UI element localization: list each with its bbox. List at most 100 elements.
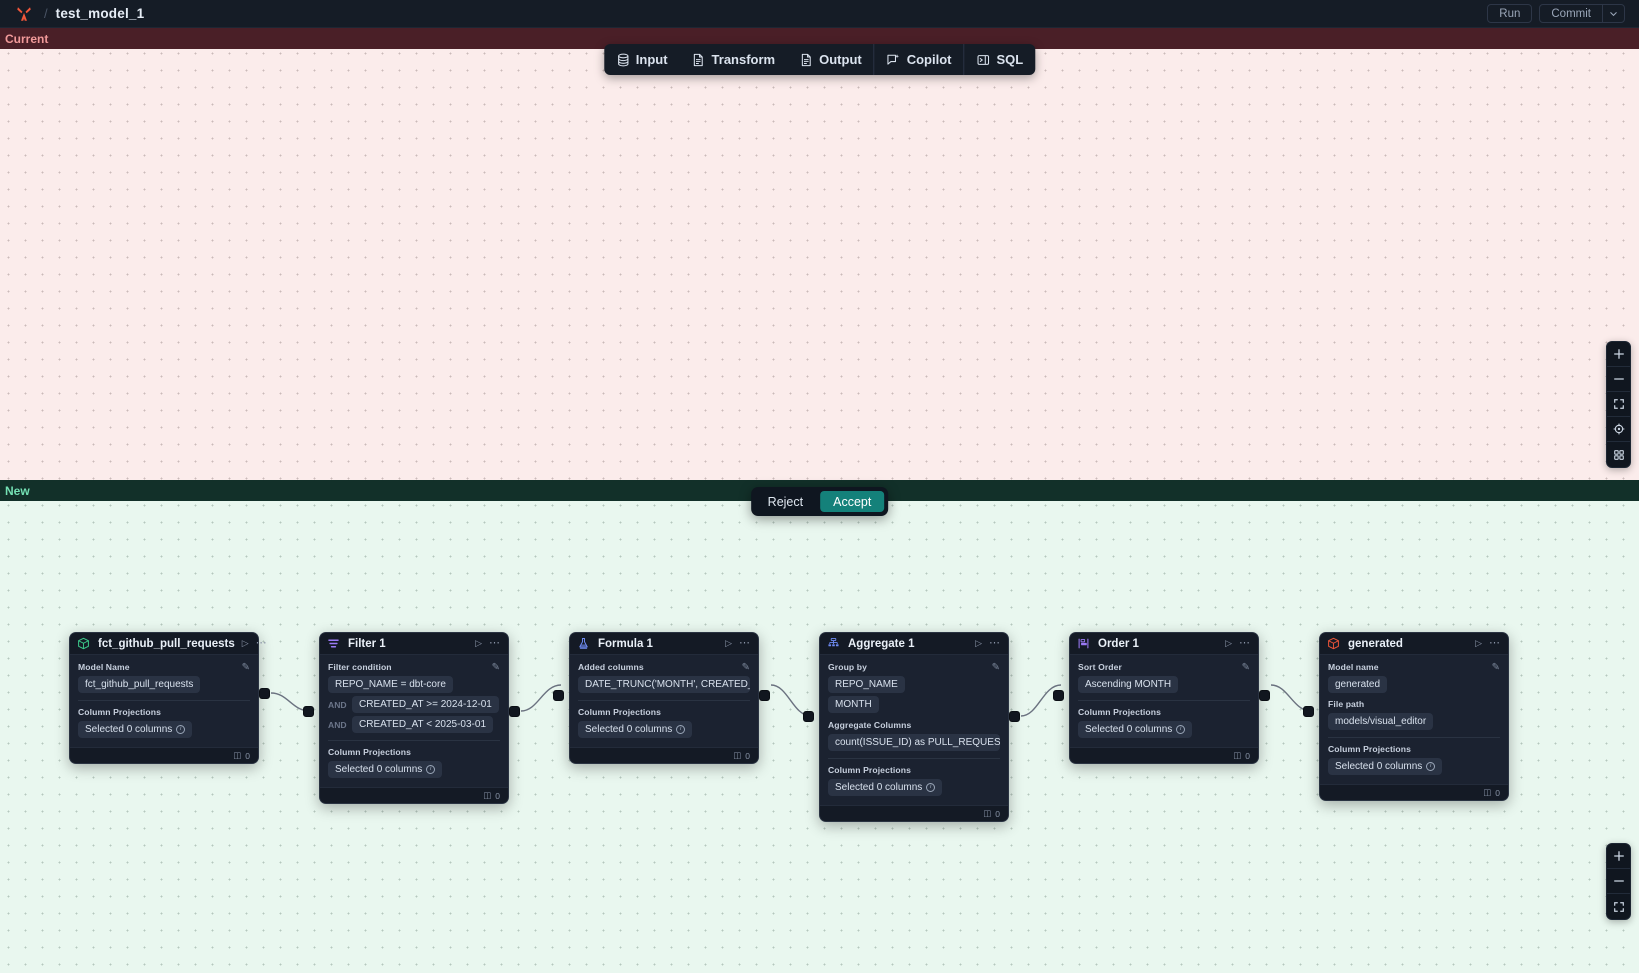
edit-pencil-icon[interactable]: ✎ [241, 662, 250, 673]
reject-button[interactable]: Reject [767, 494, 804, 509]
zoom-out-button[interactable] [1607, 367, 1630, 392]
toolbar-item-input[interactable]: Input [604, 44, 680, 75]
section-label: Column Projections [578, 707, 661, 717]
node-title: Formula 1 [598, 637, 653, 650]
model-name-chip[interactable]: generated [1328, 676, 1388, 693]
info-icon[interactable]: i [926, 783, 936, 792]
x-logo-icon[interactable] [14, 4, 34, 24]
section-label: Filter condition [328, 662, 392, 672]
node-card-source[interactable]: fct_github_pull_requests ▷ ⋯ ✎ Model Nam… [69, 632, 267, 764]
node-handle-in[interactable] [803, 711, 814, 722]
column-projections-chip[interactable]: Selected 0 columns i [78, 721, 193, 738]
filter-condition-chip[interactable]: CREATED_AT < 2025-03-01 [352, 716, 494, 733]
locate-button[interactable] [1607, 417, 1630, 442]
node-header[interactable]: fct_github_pull_requests ▷ ⋯ [70, 633, 267, 655]
info-icon[interactable]: i [426, 765, 436, 774]
node-header-actions: ▷ ⋯ [242, 638, 268, 649]
node-card-generated[interactable]: generated ▷ ⋯ ✎ Model name generated Fil… [1319, 632, 1509, 801]
info-icon[interactable]: i [1176, 725, 1186, 734]
node-header[interactable]: Order 1 ▷ ⋯ [1070, 633, 1258, 655]
edit-pencil-icon[interactable]: ✎ [741, 662, 750, 673]
fit-screen-button[interactable] [1607, 894, 1630, 919]
info-icon[interactable]: i [1426, 762, 1436, 771]
edit-pencil-icon[interactable]: ✎ [1241, 662, 1250, 673]
zoom-in-button[interactable] [1607, 342, 1630, 367]
more-options-icon[interactable]: ⋯ [489, 637, 501, 649]
group-by-chip[interactable]: MONTH [828, 696, 879, 713]
chevron-down-icon[interactable] [1602, 5, 1624, 22]
section-label: Column Projections [78, 707, 161, 717]
toolbar-item-sql[interactable]: SQL [963, 44, 1035, 75]
and-operator: AND [328, 699, 347, 710]
toolbar-item-transform[interactable]: Transform [680, 44, 788, 75]
more-options-icon[interactable]: ⋯ [739, 637, 751, 649]
play-icon[interactable]: ▷ [475, 638, 482, 648]
edit-pencil-icon[interactable]: ✎ [991, 662, 1000, 673]
fit-screen-button[interactable] [1607, 392, 1630, 417]
value-chip[interactable]: fct_github_pull_requests [78, 676, 201, 693]
footer-count: 0 [745, 750, 750, 761]
more-options-icon[interactable]: ⋯ [255, 637, 268, 649]
footer-count: 0 [245, 750, 250, 761]
node-header[interactable]: Aggregate 1 ▷ ⋯ [820, 633, 1008, 655]
node-handle-in[interactable] [1053, 690, 1064, 701]
sort-order-chip[interactable]: Ascending MONTH [1078, 676, 1179, 693]
section-label: Model name [1328, 662, 1379, 672]
node-handle-out[interactable] [1009, 711, 1020, 722]
group-by-chip[interactable]: REPO_NAME [828, 676, 905, 693]
play-icon[interactable]: ▷ [241, 638, 249, 648]
play-icon[interactable]: ▷ [975, 638, 982, 648]
columns-icon: ◫ [983, 808, 992, 818]
commit-button[interactable]: Commit [1551, 7, 1591, 20]
node-footer: ◫ 0 [1320, 784, 1508, 800]
section-label: Group by [828, 662, 867, 672]
grid-button[interactable] [1607, 442, 1630, 467]
node-header[interactable]: generated ▷ ⋯ [1320, 633, 1508, 655]
play-icon[interactable]: ▷ [1225, 638, 1232, 648]
node-header[interactable]: Filter 1 ▷ ⋯ [320, 633, 508, 655]
aggregate-columns-chip[interactable]: count(ISSUE_ID) as PULL_REQUEST_… [828, 734, 1000, 751]
play-icon[interactable]: ▷ [1475, 638, 1482, 648]
node-handle-in[interactable] [303, 706, 314, 717]
node-handle-out[interactable] [509, 706, 520, 717]
edit-pencil-icon[interactable]: ✎ [1491, 662, 1500, 673]
column-projections-chip[interactable]: Selected 0 columns i [1328, 758, 1443, 775]
run-button[interactable]: Run [1487, 4, 1533, 23]
node-card-aggregate[interactable]: Aggregate 1 ▷ ⋯ ✎ Group by REPO_NAME MON… [819, 632, 1009, 822]
filter-condition-chip[interactable]: REPO_NAME = dbt-core [328, 676, 453, 693]
filter-condition-chip[interactable]: CREATED_AT >= 2024-12-01 [352, 696, 499, 713]
node-handle-in[interactable] [1303, 706, 1314, 717]
info-icon[interactable]: i [176, 725, 186, 734]
toolbar-item-output[interactable]: Output [787, 44, 874, 75]
node-handle-in[interactable] [553, 690, 564, 701]
node-card-order[interactable]: Order 1 ▷ ⋯ ✎ Sort Order Ascending MONTH… [1069, 632, 1259, 764]
column-projections-chip[interactable]: Selected 0 columns i [578, 721, 693, 738]
added-columns-chip[interactable]: DATE_TRUNC('MONTH', CREATED_AT… [578, 676, 750, 693]
node-header[interactable]: Formula 1 ▷ ⋯ [570, 633, 758, 655]
column-projections-chip[interactable]: Selected 0 columns i [328, 761, 443, 778]
toolbar-item-copilot[interactable]: Copilot [873, 44, 964, 75]
more-options-icon[interactable]: ⋯ [1239, 637, 1251, 649]
canvas-pane-current[interactable]: Current [0, 28, 1639, 480]
node-handle-out[interactable] [759, 690, 770, 701]
zoom-out-button[interactable] [1607, 869, 1630, 894]
info-icon[interactable]: i [676, 725, 686, 734]
more-options-icon[interactable]: ⋯ [1489, 637, 1501, 649]
file-path-chip[interactable]: models/visual_editor [1328, 713, 1434, 730]
column-projections-chip[interactable]: Selected 0 columns i [828, 779, 943, 796]
play-icon[interactable]: ▷ [725, 638, 732, 648]
node-handle-out[interactable] [1259, 690, 1270, 701]
node-card-filter[interactable]: Filter 1 ▷ ⋯ ✎ Filter condition REPO_NAM… [319, 632, 509, 804]
dot-grid-background [0, 28, 1639, 480]
chip-text: Selected 0 columns [1335, 761, 1423, 772]
section-label: Column Projections [1328, 744, 1411, 754]
edit-pencil-icon[interactable]: ✎ [491, 662, 500, 673]
more-options-icon[interactable]: ⋯ [989, 637, 1001, 649]
commit-split-button[interactable]: Commit [1539, 4, 1625, 23]
accept-button[interactable]: Accept [820, 491, 885, 512]
column-projections-chip[interactable]: Selected 0 columns i [1078, 721, 1193, 738]
node-header-actions: ▷ ⋯ [725, 638, 751, 649]
node-handle-out[interactable] [259, 688, 270, 699]
node-card-formula[interactable]: Formula 1 ▷ ⋯ ✎ Added columns DATE_TRUNC… [569, 632, 759, 764]
zoom-in-button[interactable] [1607, 844, 1630, 869]
